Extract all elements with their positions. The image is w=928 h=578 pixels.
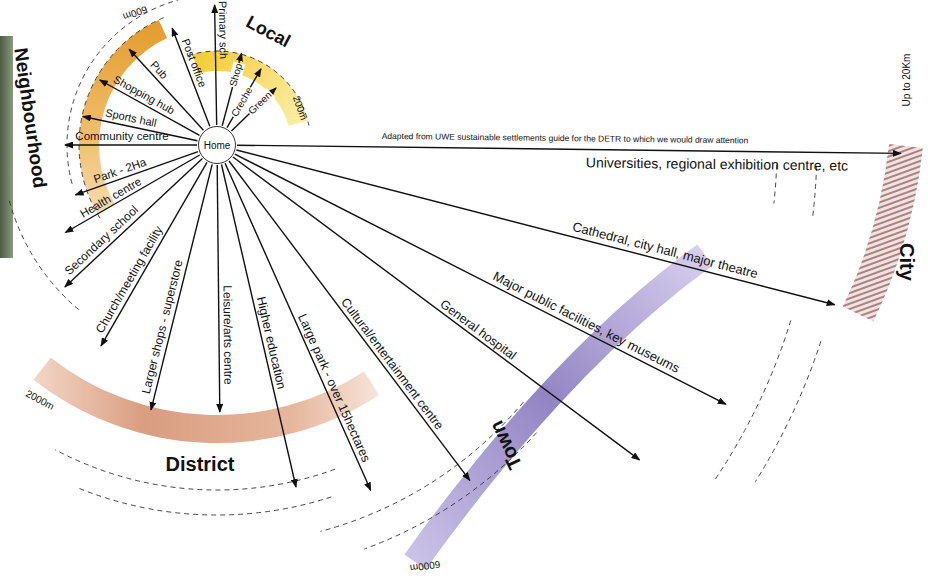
facility-label: Major public facilities, key museums: [491, 269, 683, 376]
spoke-arrow: [215, 5, 217, 125]
facility-label: Cultural/entertainment centre: [338, 295, 446, 432]
distance-arc: [714, 320, 790, 480]
spoke-arrow: [236, 150, 834, 305]
spoke-arrow: [172, 28, 210, 126]
facility-label: Shop: [227, 62, 245, 89]
distance-label: Up to 20Km: [901, 54, 913, 107]
facility-label: Post office: [179, 37, 209, 89]
distance-label: 6000m: [409, 558, 441, 574]
spoke-arrow: [235, 154, 726, 404]
distance-arc: [55, 450, 335, 490]
facility-label: Sports hall: [104, 107, 157, 130]
facility-label: Higher education: [253, 295, 288, 390]
spoke-arrow: [229, 161, 470, 480]
distance-arc: [9, 201, 79, 310]
spoke-arrows: [65, 5, 901, 490]
photo-strip: [0, 36, 13, 258]
town-band-label: Town: [485, 417, 527, 473]
district-band-label: District: [166, 453, 235, 476]
distance-arc: [756, 341, 821, 481]
home-circle: Home: [198, 126, 236, 164]
spoke-arrow: [65, 144, 197, 145]
band-name: Local: [243, 12, 294, 52]
distance-label: 2000m: [24, 388, 56, 413]
spoke-arrow: [151, 164, 212, 410]
source-note: Adapted from UWE sustainable settlements…: [382, 132, 749, 146]
band-name: District: [166, 453, 235, 475]
facility-label: Community centre: [75, 130, 168, 143]
home-text: Home: [204, 140, 231, 151]
facility-label: Pub: [147, 58, 170, 81]
facility-label: Cathedral, city hall, major theatre: [570, 220, 758, 282]
local-band: [193, 51, 308, 126]
band-name: Neighbourhood: [10, 46, 50, 189]
facility-label: Primary sch: [216, 1, 230, 59]
distance-arcs: [9, 0, 821, 549]
facility-label: Larger shops - superstore: [140, 259, 187, 396]
facility-label: Universities, regional exhibition centre…: [586, 154, 848, 173]
town-band: [415, 255, 705, 562]
local-band-label: Local: [242, 12, 293, 53]
distance-label: 200m: [290, 94, 309, 121]
city-band-label: City: [895, 243, 918, 281]
city-band: [858, 146, 906, 314]
band-name: City: [896, 243, 918, 281]
band-name: Town: [485, 418, 526, 473]
facility-label: General hospital: [438, 297, 520, 363]
distance-label: 600m: [121, 3, 148, 22]
spoke-arrow: [237, 145, 901, 153]
distance-arc: [78, 488, 331, 515]
spoke-arrow: [100, 80, 200, 135]
spoke-arrow: [217, 165, 220, 412]
facility-label: Leisure/arts centre: [220, 285, 235, 385]
spoke-arrow: [233, 157, 640, 460]
neighbourhood-band-label: Neighbourhood: [9, 46, 50, 189]
distance-arc: [813, 166, 817, 218]
